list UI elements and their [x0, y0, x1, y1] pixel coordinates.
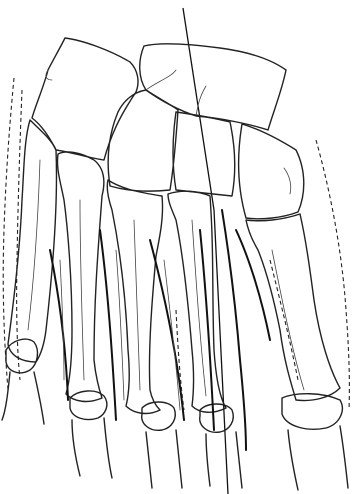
phalanx-5-proximal: [2, 372, 44, 424]
inner-dashed-contour-2: [270, 260, 298, 380]
cuneiform-intermediate: [173, 112, 235, 196]
phalanx-2-proximal: [206, 432, 242, 488]
phalanx-2-base: [200, 404, 234, 432]
metatarsal-1: [246, 214, 340, 401]
tendon-5: [236, 230, 270, 340]
phalanx-4-proximal: [72, 418, 112, 478]
metatarsal-5-shaft-line: [28, 160, 40, 330]
cuneiform-medial-detail: [284, 168, 291, 194]
navicular-bone: [140, 44, 286, 130]
soft-tissue-outline-medial: [316, 140, 349, 410]
metatarsal-2: [168, 191, 226, 412]
metatarsal-3-shaft-line: [134, 220, 140, 390]
cuneiform-medial: [239, 124, 304, 219]
phalanx-3-base: [142, 402, 176, 430]
interosseous-line-2: [116, 250, 124, 400]
metatarsal-5: [8, 120, 57, 362]
metatarsal-3: [107, 180, 162, 413]
tendon-1: [50, 250, 68, 400]
phalanx-3-proximal: [146, 430, 182, 488]
metatarsal-2-shaft-line: [192, 220, 206, 396]
phalanx-1-base: [282, 394, 342, 430]
inner-dashed-contour-1: [176, 310, 184, 410]
cuboid-bone: [32, 38, 138, 160]
metatarsal-4-shaft-line: [80, 200, 84, 380]
phalanx-1-proximal: [288, 426, 348, 490]
cuneiform-lateral: [108, 90, 178, 191]
phalanx-5-base: [6, 339, 37, 373]
tendon-2: [100, 230, 116, 420]
axis-line: [183, 8, 228, 494]
